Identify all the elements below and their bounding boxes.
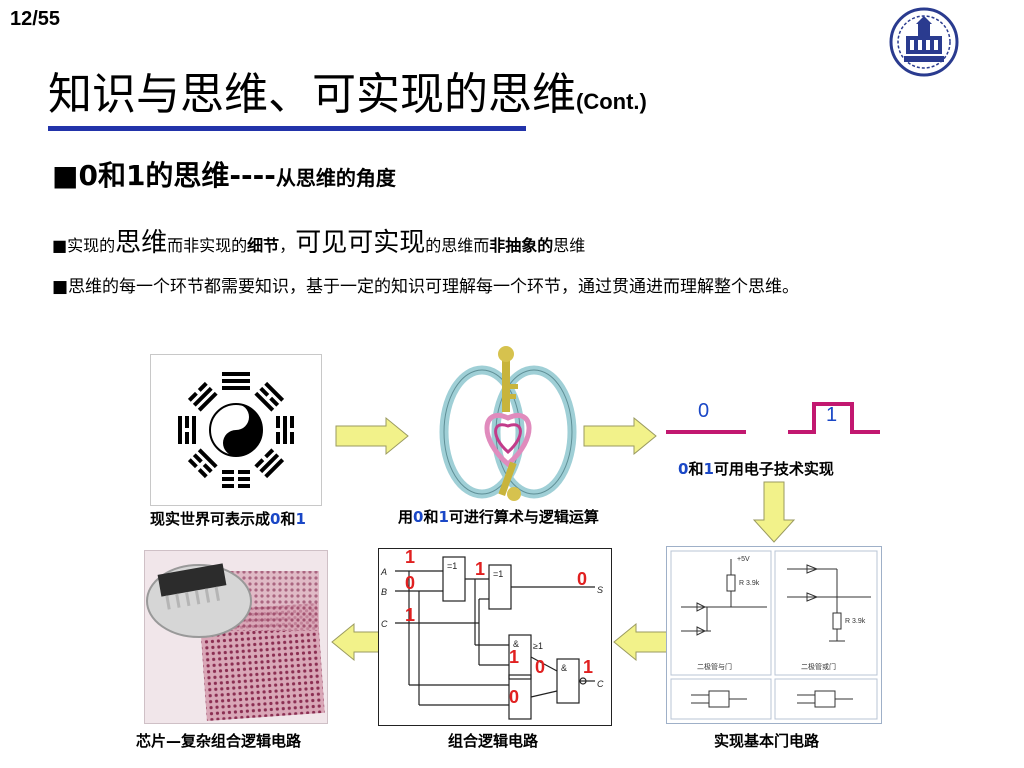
gate-label-xor: =1 — [447, 561, 457, 571]
heading-sub: 从思维的角度 — [275, 166, 396, 190]
gate-panel-label-right: 二极管或门 — [801, 662, 836, 671]
gate-label-or: ≥1 — [533, 641, 543, 651]
bullet-marker: ■ — [52, 277, 69, 297]
bullet-text: 的思维而 — [425, 236, 490, 255]
chip-board-image — [144, 550, 328, 724]
bullet-marker: ■ — [52, 236, 68, 255]
circuit-value: 1 — [405, 549, 415, 567]
caption-logic: 用0和1可进行算术与逻辑运算 — [398, 506, 599, 527]
caption-highlight: 1 — [438, 508, 449, 526]
caption-highlight: 0 — [270, 510, 281, 528]
gate-label-and: & — [513, 639, 519, 649]
section-heading: ■0和1的思维----从思维的角度 — [52, 154, 396, 194]
bullet-text: 而非实现的 — [167, 236, 248, 255]
circuit-output-c: C — [597, 679, 604, 689]
title-underline — [48, 126, 526, 131]
caption-highlight: 0 — [413, 508, 424, 526]
heading-text: 0和1的思维---- — [78, 159, 276, 192]
caption-highlight: 1 — [295, 510, 306, 528]
bullet-bold: 细节 — [247, 236, 280, 255]
resistor-label: R 3.9k — [845, 618, 866, 625]
circuit-value: 0 — [535, 657, 545, 677]
arrow-right-icon — [334, 416, 410, 456]
combinational-circuit-diagram: A B C S C =1 =1 & ≥1 & 1 0 1 1 0 1 0 1 0 — [378, 547, 612, 726]
key-heart-image — [438, 344, 578, 504]
caption-highlight: 0 — [678, 460, 689, 478]
bullet-bold: 非抽象的 — [489, 236, 554, 255]
bullet-text: 思维的每一个环节都需要知识，基于一定的知识可理解每一个环节，通过贯通进而理解整个… — [68, 277, 800, 297]
circuit-output-s: S — [597, 585, 603, 595]
caption-chip: 芯片—复杂组合逻辑电路 — [136, 732, 302, 750]
signal-high-label: 1 — [826, 404, 838, 426]
university-logo-icon — [888, 6, 960, 78]
bullet-emphasis: 可见可实现 — [295, 228, 426, 258]
page-number: 12/55 — [10, 8, 61, 30]
caption-text: 用 — [398, 508, 414, 526]
circuit-input-a: A — [380, 567, 387, 577]
caption-gates: 实现基本门电路 — [714, 732, 820, 750]
title-suffix: (Cont.) — [576, 89, 647, 114]
arrow-right-icon — [582, 416, 658, 456]
page-title: 知识与思维、可实现的思维(Cont.) — [48, 58, 647, 122]
caption-text: 和 — [423, 508, 439, 526]
caption-highlight: 1 — [703, 460, 714, 478]
bullet-text: ， — [279, 236, 296, 255]
caption-text: 可进行算术与逻辑运算 — [448, 508, 599, 526]
circuit-value: 0 — [577, 569, 587, 589]
bullet-emphasis: 思维 — [115, 228, 168, 258]
caption-bagua: 现实世界可表示成0和1 — [150, 508, 306, 529]
bagua-image — [150, 354, 322, 506]
circuit-value: 0 — [405, 573, 415, 593]
vcc-label: +5V — [737, 556, 750, 563]
circuit-input-b: B — [381, 587, 387, 597]
signal-low-label: 0 — [698, 400, 710, 422]
caption-text: 现实世界可表示成 — [150, 510, 271, 528]
heading-bullet: ■ — [52, 159, 79, 192]
gate-label-xor: =1 — [493, 569, 503, 579]
arrow-down-icon — [752, 480, 796, 544]
circuit-value: 1 — [405, 605, 415, 625]
resistor-label: R 3.9k — [739, 580, 760, 587]
circuit-value: 1 — [583, 657, 593, 677]
bullet-text: 实现的 — [67, 236, 116, 255]
bullet-item-1: ■实现的思维而非实现的细节，可见可实现的思维而非抽象的思维 — [52, 222, 585, 259]
caption-combo: 组合逻辑电路 — [448, 732, 539, 750]
digital-signal-diagram — [664, 396, 884, 446]
caption-text: 和 — [280, 510, 296, 528]
bullet-text: 思维 — [553, 236, 586, 255]
gate-label-and: & — [561, 663, 567, 673]
bullet-item-2: ■思维的每一个环节都需要知识，基于一定的知识可理解每一个环节，通过贯通进而理解整… — [52, 272, 962, 302]
circuit-value: 0 — [509, 687, 519, 707]
caption-text: 可用电子技术实现 — [713, 460, 834, 478]
title-main: 知识与思维、可实现的思维 — [48, 69, 576, 120]
gate-panel-label-left: 二极管与门 — [697, 662, 732, 671]
circuit-input-c: C — [381, 619, 388, 629]
circuit-value: 1 — [475, 559, 485, 579]
caption-electronic: 0和1可用电子技术实现 — [678, 458, 834, 479]
circuit-value: 1 — [509, 647, 519, 667]
caption-text: 和 — [688, 460, 704, 478]
diode-gate-diagram: +5V R 3.9k R 3.9k 二极管与门 二极管或门 — [666, 546, 882, 724]
